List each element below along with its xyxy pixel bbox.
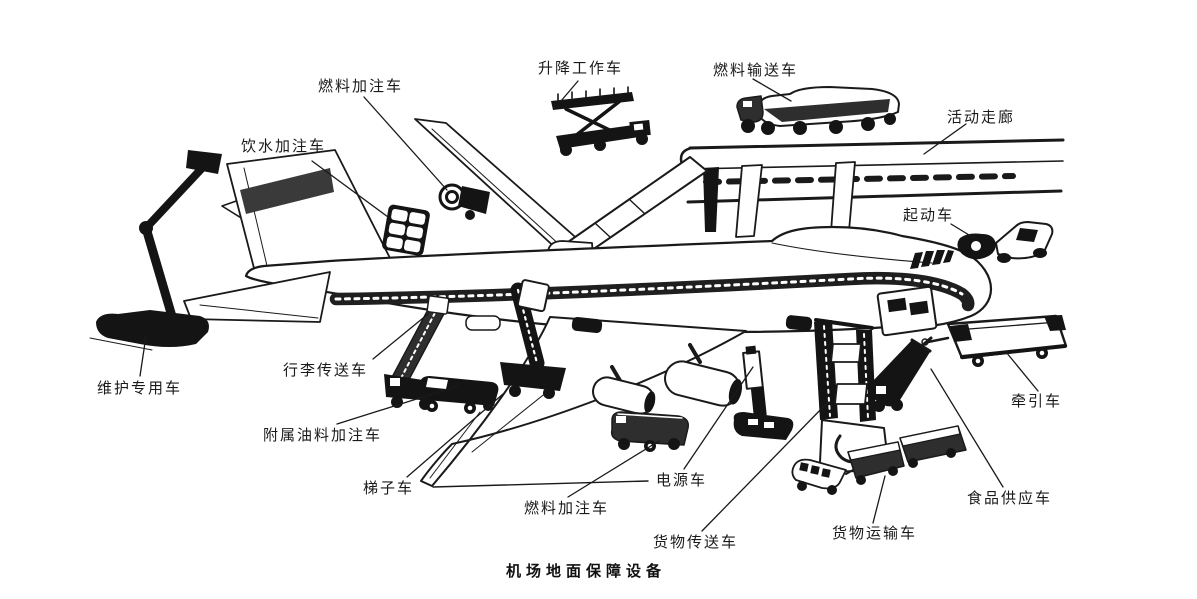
label-fuel-filling-vehicle-top: 燃料加注车 bbox=[318, 77, 404, 95]
leader-lift-work-vehicle bbox=[560, 80, 579, 102]
leader-drinking-water-filling-vehicle bbox=[311, 160, 389, 218]
power-supply-vehicle-illustration bbox=[733, 345, 794, 440]
label-baggage-conveyor-vehicle: 行李传送车 bbox=[283, 361, 369, 379]
lift-work-vehicle-illustration bbox=[551, 86, 651, 156]
starter-vehicle-illustration bbox=[957, 221, 1054, 263]
leader-power-supply-vehicle bbox=[683, 366, 754, 470]
leader-cargo-transport-vehicle bbox=[872, 475, 886, 524]
label-power-supply-vehicle: 电源车 bbox=[656, 471, 708, 489]
diagram-caption: 机场地面保障设备 bbox=[506, 562, 667, 580]
leader-fuel-transport-vehicle bbox=[752, 78, 792, 102]
leader-tow-tractor bbox=[1005, 351, 1039, 392]
leader-food-supply-vehicle bbox=[930, 368, 1004, 488]
label-lift-work-vehicle: 升降工作车 bbox=[538, 59, 624, 77]
drinking-water-filling-vehicle-illustration bbox=[382, 204, 430, 256]
movable-corridor-illustration bbox=[679, 138, 1065, 238]
leader-fuel-filling-vehicle-top bbox=[363, 96, 448, 191]
label-cargo-transport-vehicle: 货物运输车 bbox=[832, 524, 918, 542]
label-auxiliary-oil-filling-vehicle: 附属油料加注车 bbox=[263, 426, 383, 444]
auxiliary-oil-filling-vehicle-illustration bbox=[418, 376, 499, 414]
label-fuel-transport-vehicle: 燃料输送车 bbox=[713, 61, 799, 79]
leader-ladder-vehicle bbox=[406, 393, 504, 478]
tow-tractor-illustration bbox=[921, 314, 1068, 367]
leader-baggage-conveyor-vehicle bbox=[372, 313, 429, 360]
fuel-transport-vehicle-illustration bbox=[736, 86, 900, 135]
food-supply-vehicle-illustration bbox=[869, 285, 938, 412]
label-ladder-vehicle: 梯子车 bbox=[363, 479, 415, 497]
label-drinking-water-filling-vehicle: 饮水加注车 bbox=[241, 137, 327, 155]
ladder-vehicle-illustration bbox=[500, 279, 566, 399]
label-maintenance-special-vehicle: 维护专用车 bbox=[97, 379, 183, 397]
leader-auxiliary-oil-filling-vehicle bbox=[336, 385, 459, 425]
fuel-filling-vehicle-top-illustration bbox=[438, 183, 490, 220]
label-fuel-filling-vehicle-bottom: 燃料加注车 bbox=[524, 499, 610, 517]
leader-cargo-conveyor-vehicle bbox=[701, 401, 829, 532]
leader-starter-vehicle bbox=[950, 223, 975, 239]
leader-movable-corridor bbox=[923, 123, 967, 155]
label-movable-corridor: 活动走廊 bbox=[947, 108, 1016, 126]
leader-maintenance-special-vehicle bbox=[139, 335, 147, 377]
label-starter-vehicle: 起动车 bbox=[903, 206, 955, 224]
label-food-supply-vehicle: 食品供应车 bbox=[967, 489, 1053, 507]
label-cargo-conveyor-vehicle: 货物传送车 bbox=[653, 533, 739, 551]
label-tow-tractor: 牵引车 bbox=[1011, 392, 1063, 410]
leader-lines bbox=[139, 78, 1039, 532]
leader-fuel-filling-vehicle-bottom bbox=[567, 440, 660, 498]
maintenance-special-vehicle-illustration bbox=[89, 150, 222, 351]
tail-fin-illustration bbox=[226, 149, 393, 273]
cargo-transport-vehicle-illustration bbox=[791, 425, 967, 495]
engine-pods-illustration bbox=[592, 343, 743, 415]
